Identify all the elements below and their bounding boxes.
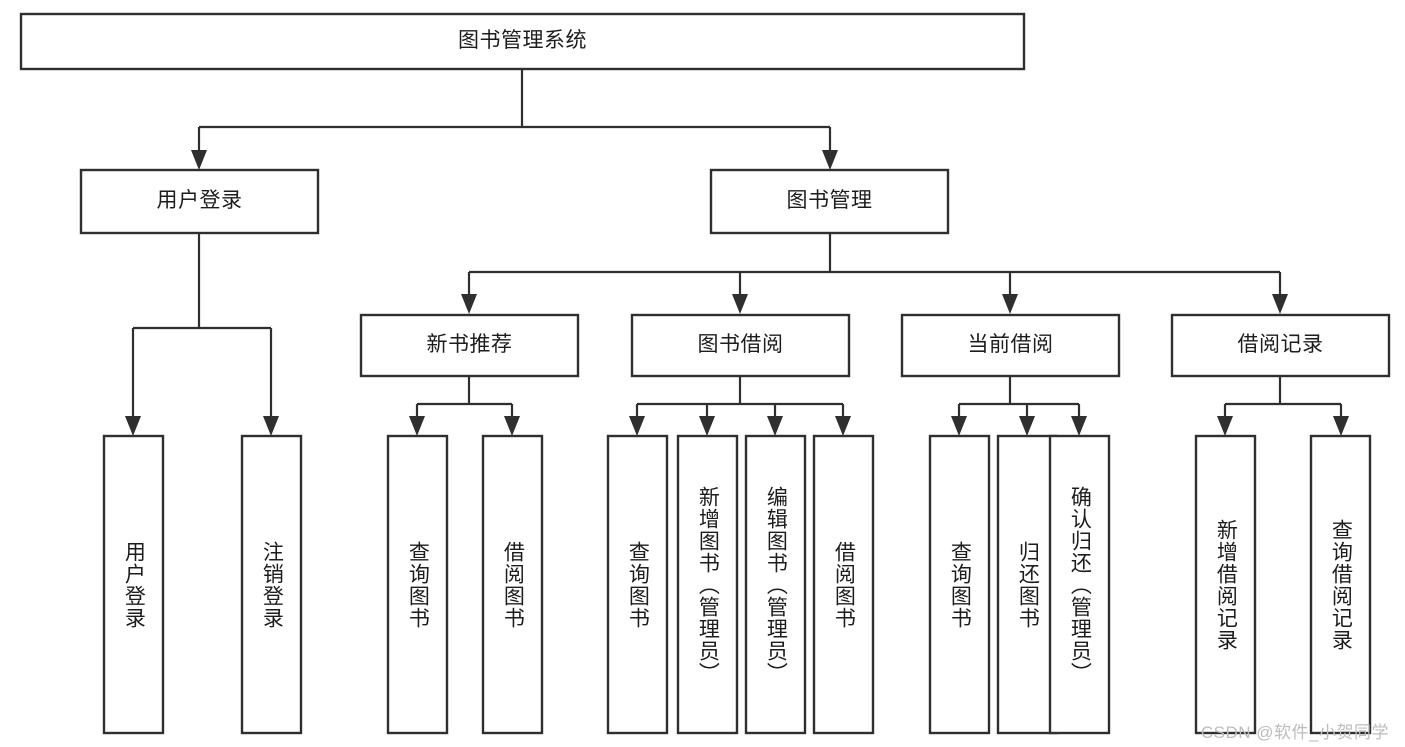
node-box-leaf-query-book-2[interactable] (606, 434, 669, 735)
connector-currentborrow-to-leaves (951, 376, 1087, 436)
node-box-leaf-logout[interactable] (240, 434, 303, 735)
node-box-leaf-add-record[interactable] (1194, 434, 1257, 735)
node-box-borrow-record[interactable] (1170, 313, 1391, 378)
node-box-leaf-borrow-book-1[interactable] (481, 434, 544, 735)
node-box-leaf-edit-book[interactable] (744, 434, 807, 735)
connector-bookborrow-to-leaves (629, 376, 851, 436)
node-box-root[interactable] (19, 12, 1026, 71)
node-box-user-login[interactable] (79, 168, 320, 235)
node-box-leaf-return-book[interactable] (996, 434, 1059, 735)
connector-root-to-level2 (191, 69, 838, 170)
node-box-leaf-confirm-return[interactable] (1048, 434, 1111, 735)
connector-borrowrecord-to-leaves (1217, 376, 1349, 436)
node-box-leaf-query-record[interactable] (1309, 434, 1372, 735)
node-box-new-book-rec[interactable] (359, 313, 580, 378)
connector-bookmanage-to-level3 (461, 233, 1288, 314)
node-box-leaf-borrow-book-2[interactable] (812, 434, 875, 735)
node-box-leaf-user-login[interactable] (102, 434, 165, 735)
node-box-current-borrow[interactable] (900, 313, 1121, 378)
node-box-leaf-query-book-1[interactable] (386, 434, 449, 735)
connector-userlogin-to-leaves (125, 233, 279, 436)
node-box-book-borrow[interactable] (630, 313, 851, 378)
connector-newbookrec-to-leaves (409, 376, 520, 436)
node-box-book-manage[interactable] (709, 168, 950, 235)
node-box-leaf-add-book[interactable] (676, 434, 739, 735)
node-box-leaf-query-book-3[interactable] (928, 434, 991, 735)
